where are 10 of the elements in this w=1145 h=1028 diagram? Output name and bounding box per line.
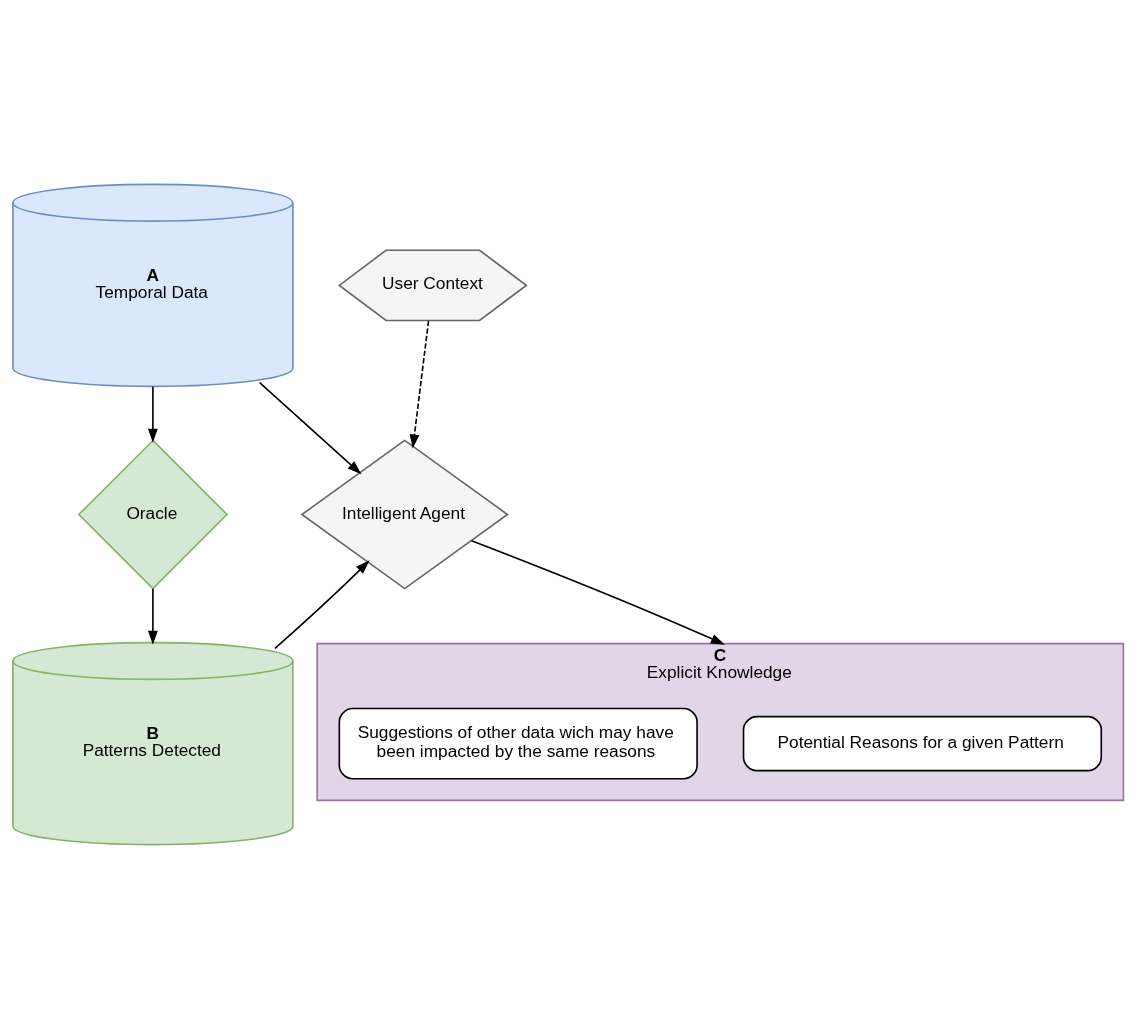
arrow <box>147 587 158 645</box>
arrow <box>147 385 158 443</box>
node-diamond: Oracle <box>77 438 229 590</box>
node-box: Potential Reasons for a given Pattern <box>742 715 1103 771</box>
node-diamond: Intelligent Agent <box>300 438 509 590</box>
arrow <box>409 319 430 449</box>
node-box: Suggestions of other data wich may have been impacted by the same reasons <box>338 707 698 780</box>
arrow <box>258 381 362 474</box>
arrow <box>470 539 725 645</box>
arrow <box>274 559 370 649</box>
